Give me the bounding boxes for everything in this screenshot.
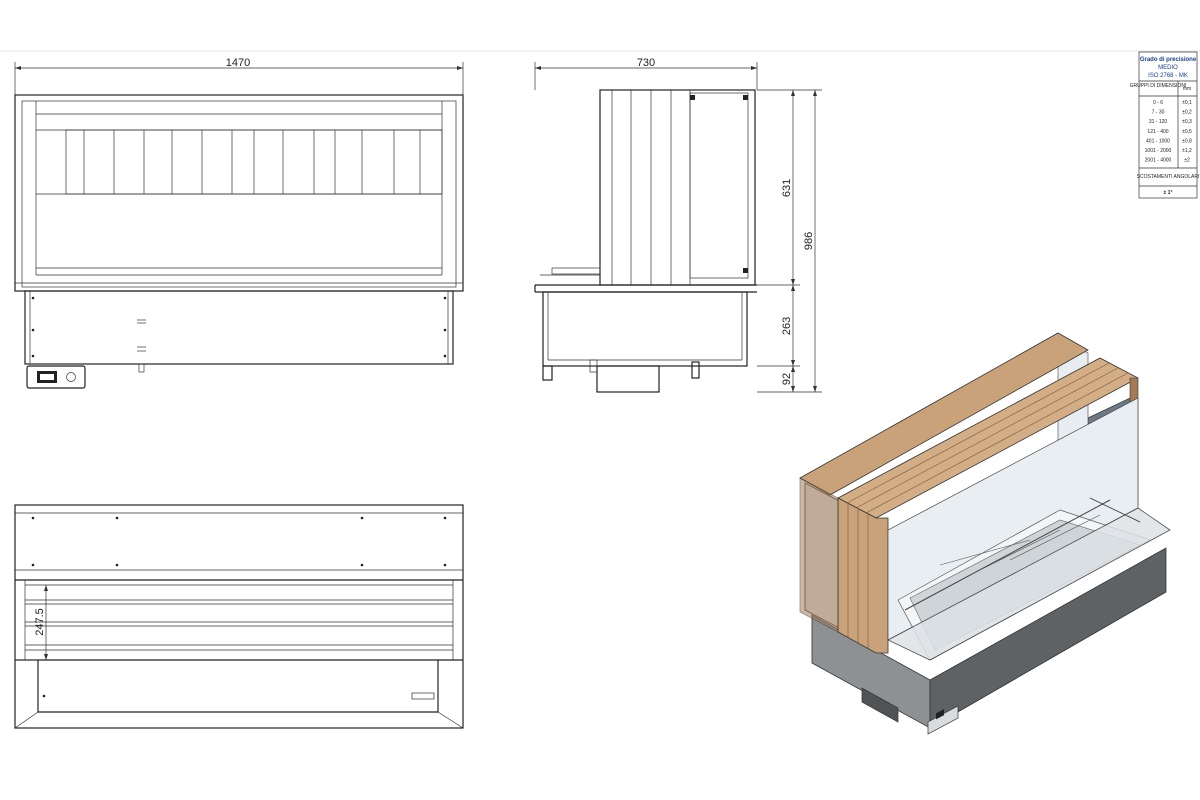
tolerance-row-value: ±0,3 [1182, 119, 1192, 125]
dim-depth-side: 730 [637, 57, 655, 69]
dim-shelf-depth: 247.5 [34, 608, 46, 636]
tolerance-row-value: ±1,2 [1182, 148, 1192, 154]
tolerance-rows: 0 - 6 ±0,1 7 - 30 ±0,2 31 - 120 ±0,3 121 - 400… [1145, 100, 1192, 164]
dim-width-front: 1470 [226, 57, 250, 69]
dim-height-base: 263 [781, 317, 793, 335]
front-back-slats [83, 130, 421, 194]
tolerance-angular-label: SCOSTAMENTI ANGOLARI [1137, 174, 1200, 180]
tolerance-row-range: 121 - 400 [1147, 129, 1168, 135]
dim-height-foot: 92 [781, 373, 793, 385]
tolerance-col-group: GRUPPI DI DIMENSIONI [1130, 83, 1187, 89]
side-view: 730 631 263 [534, 57, 822, 393]
isometric-view [799, 332, 1171, 735]
tolerance-row-value: ±0,2 [1182, 110, 1192, 116]
tolerance-row-range: 0 - 6 [1153, 100, 1163, 106]
tolerance-standard: ISO 2768 - MK [1148, 73, 1188, 79]
iso-control-panel [927, 705, 959, 735]
tolerance-row-value: ±0,1 [1182, 100, 1192, 106]
tolerance-row-range: 7 - 30 [1152, 110, 1165, 116]
knob-icon [66, 372, 76, 382]
front-view: 1470 [14, 57, 464, 389]
control-panel [26, 365, 86, 389]
top-view: 247.5 [14, 504, 464, 729]
dim-height-upper: 631 [781, 179, 793, 197]
tolerance-angular-value: ± 1° [1164, 190, 1173, 196]
tolerance-col-unit: mm [1183, 86, 1191, 92]
tolerance-row-range: 2001 - 4000 [1145, 158, 1172, 164]
tolerance-title: Grado di precisione [1140, 57, 1197, 63]
tolerance-row-range: 1001 - 2000 [1145, 148, 1172, 154]
tolerance-grade: MEDIO [1158, 65, 1178, 71]
tolerance-row-range: 401 - 1000 [1146, 138, 1170, 144]
tolerance-row-value: ±0,5 [1182, 129, 1192, 135]
tolerance-row-value: ±2 [1184, 158, 1190, 164]
tolerance-row-value: ±0,8 [1182, 138, 1192, 144]
dim-height-total: 986 [803, 232, 815, 250]
tolerance-row-range: 31 - 120 [1149, 119, 1168, 125]
tolerance-table: Grado di precisione MEDIO ISO 2768 - MK … [1130, 51, 1200, 199]
